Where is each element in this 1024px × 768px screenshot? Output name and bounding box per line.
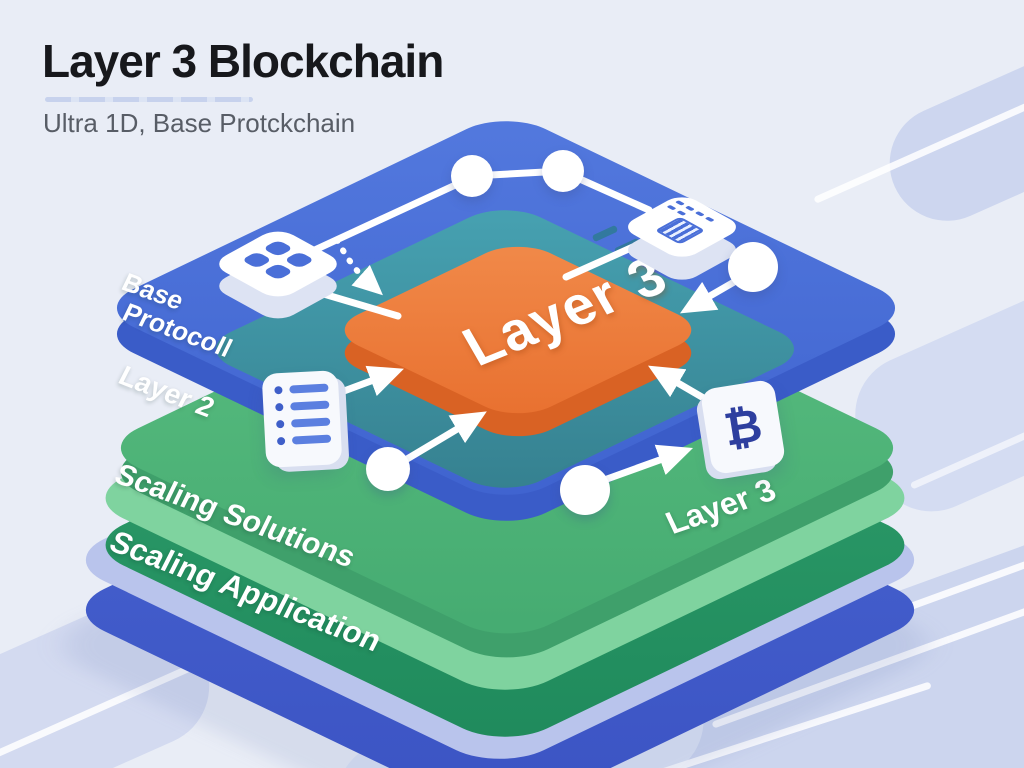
server-dash: [694, 211, 705, 217]
page-subtitle: Ultra 1D, Base Protckchain: [43, 108, 356, 138]
server-dash: [676, 210, 687, 216]
list-bullet: [276, 419, 285, 429]
list-line: [291, 417, 331, 428]
list-document-icon: [261, 370, 343, 468]
list-bullet: [274, 385, 283, 395]
list-line: [290, 400, 330, 411]
list-line: [291, 434, 332, 445]
list-bullet: [275, 402, 284, 412]
bitcoin-icon: ₿: [699, 378, 787, 476]
list-row: [276, 434, 332, 446]
network-node: [542, 150, 584, 192]
page-title: Layer 3 Blockchain: [42, 35, 444, 87]
list-line: [289, 383, 329, 394]
list-row: [275, 400, 330, 412]
list-document-rows: [274, 383, 332, 455]
list-row: [274, 383, 329, 395]
network-node: [451, 155, 493, 197]
network-node: [728, 242, 778, 292]
subtitle-placeholder-line: [45, 97, 253, 102]
network-node: [560, 465, 610, 515]
server-dash: [704, 216, 715, 222]
list-row: [276, 417, 331, 429]
bitcoin-glyph: ₿: [720, 397, 766, 457]
server-dash: [684, 205, 695, 212]
server-dash: [675, 200, 685, 206]
server-dash: [666, 204, 677, 211]
list-bullet: [276, 436, 286, 446]
network-node: [366, 447, 410, 491]
